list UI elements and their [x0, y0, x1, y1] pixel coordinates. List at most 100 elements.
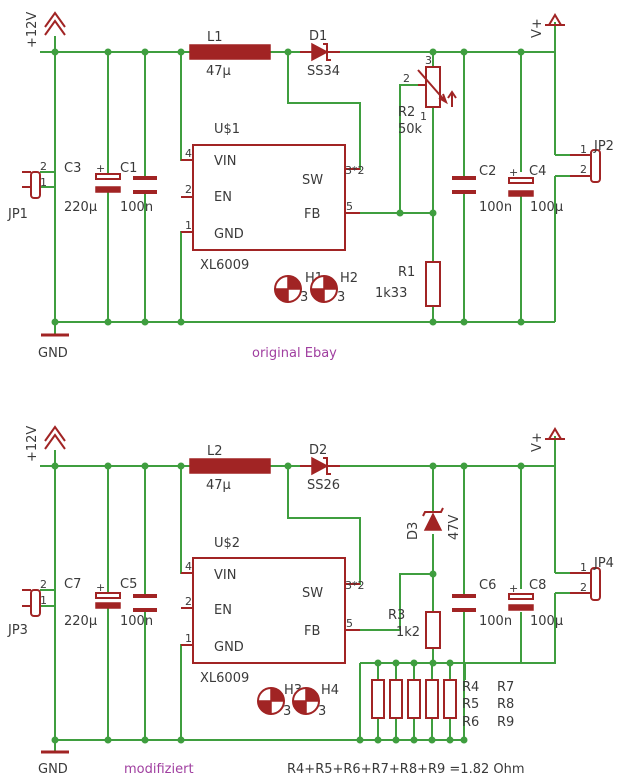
top-h2-pin: 3 — [337, 290, 345, 305]
bottom-h4-name: H4 — [321, 683, 339, 698]
bottom-supply-label: +12V — [25, 426, 40, 462]
top-h1-hole: H1 3 — [274, 271, 323, 305]
top-jp1-label: JP1 — [7, 207, 28, 222]
top-u1-pin3: 3*2 — [345, 164, 365, 177]
bottom-jp4-pin2: 2 — [580, 581, 587, 594]
bottom-d3-zener: D3 47V — [406, 507, 462, 540]
top-c4-name: C4 — [529, 164, 546, 179]
bottom-c5-name: C5 — [120, 577, 137, 592]
bottom-r8-name: R8 — [497, 697, 514, 712]
bottom-output-symbol: V+ — [530, 427, 565, 452]
top-u1-name: U$1 — [214, 122, 240, 137]
top-c4-value: 100µ — [530, 200, 563, 215]
top-u1-sw: SW — [302, 173, 323, 188]
bottom-c6-value: 100n — [479, 614, 512, 629]
top-c3-name: C3 — [64, 161, 81, 176]
bottom-gnd-label: GND — [38, 762, 68, 777]
top-c2-capacitor: C2 100n — [452, 164, 512, 215]
bottom-r7-name: R7 — [497, 680, 514, 695]
top-jp1-connector: 2 1 JP1 — [7, 160, 47, 222]
top-jp2-pin2: 2 — [580, 163, 587, 176]
top-c4-capacitor: + C4 100µ — [508, 164, 563, 215]
bottom-gnd-symbol: GND — [38, 750, 69, 777]
top-jp2-connector: 1 2 JP2 — [570, 139, 614, 183]
top-h2-hole: H2 3 — [310, 271, 358, 305]
bottom-r3-resistor: R3 1k2 — [388, 608, 441, 649]
top-d1-name: D1 — [309, 29, 327, 44]
bottom-formula: R4+R5+R6+R7+R8+R9 =1.82 Ohm — [287, 762, 525, 777]
bottom-d2-diode: D2 SS26 — [300, 443, 340, 493]
bottom-r3-value: 1k2 — [396, 625, 420, 640]
top-jp1-pin1: 1 — [40, 176, 47, 189]
top-r1-resistor: R1 1k33 — [375, 261, 441, 307]
bottom-c8-capacitor: + C8 100µ — [508, 578, 563, 629]
bottom-r5-name: R5 — [462, 697, 479, 712]
top-u1-vin: VIN — [214, 154, 236, 169]
top-u1-pin5: 5 — [346, 200, 353, 213]
bottom-shunt-resistors: R4 R5 R6 R7 R8 R9 — [371, 679, 514, 730]
top-d1-diode: D1 SS34 — [300, 29, 340, 79]
top-r2-pin1: 1 — [420, 110, 427, 123]
bottom-u2-chip: U$2 VIN EN GND SW FB 4 2 1 3*2 5 XL6009 — [181, 536, 365, 686]
top-c2-value: 100n — [479, 200, 512, 215]
bottom-d3-value: 47V — [447, 514, 462, 540]
top-u1-en: EN — [214, 190, 232, 205]
top-l1-inductor: L1 47µ — [189, 30, 271, 79]
bottom-u2-fb: FB — [304, 624, 320, 639]
bottom-c8-plus: + — [509, 582, 518, 595]
top-output-symbol: V+ — [530, 13, 565, 38]
bottom-jp3-label: JP3 — [7, 623, 28, 638]
top-junctions — [51, 48, 525, 326]
top-h2-name: H2 — [340, 271, 358, 286]
bottom-h4-hole: H4 3 — [292, 683, 339, 719]
top-l1-name: L1 — [207, 30, 223, 45]
top-c1-name: C1 — [120, 161, 137, 176]
top-r1-value: 1k33 — [375, 286, 407, 301]
bottom-u2-pin3: 3*2 — [345, 579, 365, 592]
top-r1-name: R1 — [398, 265, 415, 280]
top-d1-value: SS34 — [307, 64, 340, 79]
bottom-r9-name: R9 — [497, 715, 514, 730]
top-supply-label: +12V — [25, 12, 40, 48]
bottom-u2-value: XL6009 — [200, 671, 249, 686]
bottom-c8-name: C8 — [529, 578, 546, 593]
top-c3-plus: + — [96, 162, 105, 175]
top-h1-pin: 3 — [300, 290, 308, 305]
bottom-jp3-pin1: 1 — [40, 594, 47, 607]
bottom-junctions — [51, 462, 525, 744]
bottom-c7-value: 220µ — [64, 614, 97, 629]
top-gnd-label: GND — [38, 346, 68, 361]
top-r2-pin3: 3 — [425, 54, 432, 67]
top-jp2-label: JP2 — [593, 139, 614, 154]
top-note: original Ebay — [252, 346, 337, 361]
bottom-l2-value: 47µ — [206, 478, 231, 493]
top-u1-chip: U$1 VIN EN GND SW FB 4 2 1 3*2 5 XL6009 — [181, 122, 365, 273]
bottom-jp3-pin2: 2 — [40, 578, 47, 591]
top-c2-name: C2 — [479, 164, 496, 179]
top-gnd-symbol: GND — [38, 333, 69, 361]
bottom-u2-gnd: GND — [214, 640, 244, 655]
top-output-label: V+ — [530, 18, 545, 38]
top-l1-value: 47µ — [206, 64, 231, 79]
top-u1-pin4: 4 — [185, 147, 192, 160]
bottom-c7-name: C7 — [64, 577, 81, 592]
top-c4-plus: + — [509, 166, 518, 179]
top-jp2-pin1: 1 — [580, 143, 587, 156]
top-c3-capacitor: + C3 220µ — [64, 161, 121, 215]
bottom-r4-name: R4 — [462, 680, 479, 695]
bottom-d3-name: D3 — [406, 522, 421, 540]
top-c3-value: 220µ — [64, 200, 97, 215]
top-c1-value: 100n — [120, 200, 153, 215]
bottom-supply-symbol: +12V — [25, 425, 66, 462]
top-supply-symbol: +12V — [25, 11, 66, 48]
bottom-h4-pin: 3 — [318, 704, 326, 719]
bottom-d2-name: D2 — [309, 443, 327, 458]
top-u1-gnd: GND — [214, 227, 244, 242]
bottom-jp4-pin1: 1 — [580, 561, 587, 574]
top-r2-pin2: 2 — [403, 72, 410, 85]
bottom-r3-name: R3 — [388, 608, 405, 623]
bottom-note: modifiziert — [124, 762, 194, 777]
bottom-u2-en: EN — [214, 603, 232, 618]
bottom-c7-plus: + — [96, 581, 105, 594]
top-u1-fb: FB — [304, 207, 320, 222]
